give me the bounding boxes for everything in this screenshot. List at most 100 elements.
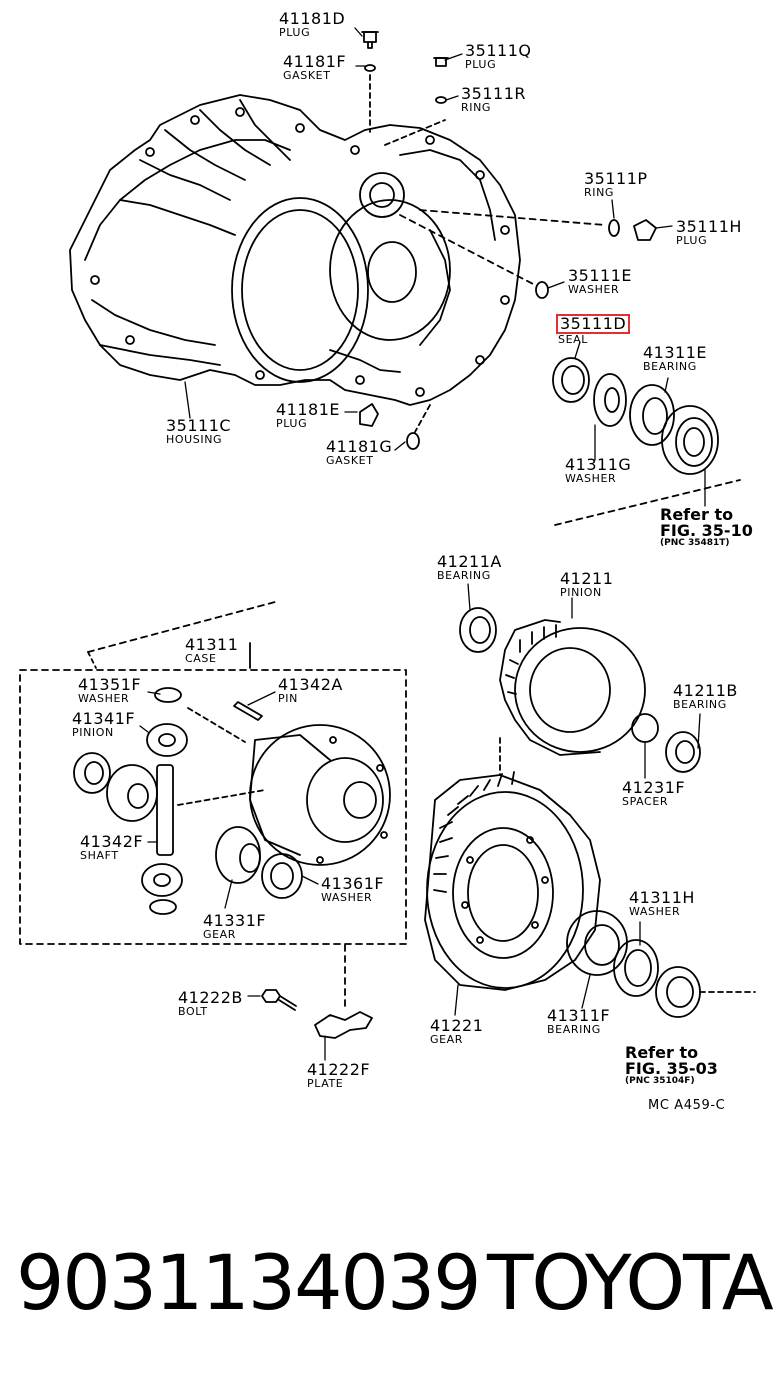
part-name: PLUG [276, 417, 308, 430]
part-number: 35111P [584, 169, 648, 188]
part-name: BEARING [547, 1023, 601, 1036]
refer-line: Refer to [660, 505, 734, 524]
part-name: WASHER [565, 472, 617, 485]
label-41311F: 41311F BEARING [547, 1006, 611, 1036]
part-name: GASKET [326, 454, 374, 467]
label-41231F: 41231F SPACER [622, 778, 686, 808]
label-41222F: 41222F PLATE [307, 1060, 371, 1090]
part-number: 41181D [279, 9, 346, 28]
part-name: SEAL [558, 333, 588, 346]
diagram-code: MC A459-C [648, 1098, 726, 1113]
small-parts-top [359, 31, 657, 450]
part-number: 35111E [568, 266, 633, 285]
part-number: 41311G [565, 455, 632, 474]
refer-figure: FIG. 35-03 [625, 1059, 718, 1078]
part-name: PINION [72, 726, 114, 739]
part-number: 41231F [622, 778, 686, 797]
highlighted-part-number: 35111D [556, 314, 631, 334]
part-name: PLUG [279, 26, 311, 39]
label-41311H: 41311H WASHER [629, 888, 695, 918]
part-name: WASHER [568, 283, 620, 296]
part-name: PINION [560, 586, 602, 599]
label-41211A: 41211A BEARING [437, 552, 502, 582]
label-41331F: 41331F GEAR [203, 911, 267, 941]
pinion-drawing [459, 607, 701, 773]
part-name: SHAFT [80, 849, 119, 862]
label-41351F: 41351F WASHER [78, 675, 142, 705]
refer-pnc: (PNC 35104F) [625, 1076, 695, 1086]
part-number: 41311H [629, 888, 695, 907]
part-number: 41181F [283, 52, 347, 71]
leader-lines [139, 27, 706, 1061]
label-41311G: 41311G WASHER [565, 455, 632, 485]
label-41342F: 41342F SHAFT [80, 832, 144, 862]
part-name: WASHER [78, 692, 130, 705]
refer-note-1: Refer to FIG. 35-10 (PNC 35481T) [660, 507, 753, 548]
part-number: 35111R [461, 84, 527, 103]
part-number: 41211A [437, 552, 502, 571]
part-number: 41222F [307, 1060, 371, 1079]
part-name: WASHER [321, 891, 373, 904]
label-35111R: 35111R RING [461, 84, 527, 114]
part-name: GASKET [283, 69, 331, 82]
refer-note-2: Refer to FIG. 35-03 (PNC 35104F) [625, 1045, 718, 1086]
part-name: RING [584, 186, 615, 199]
part-name: PLATE [307, 1077, 344, 1090]
label-41181F: 41181F GASKET [283, 52, 347, 82]
label-35111Q: 35111Q PLUG [465, 41, 532, 71]
part-number: 41311E [643, 343, 708, 362]
part-name: PIN [278, 692, 298, 705]
part-number: 41331F [203, 911, 267, 930]
part-name: CASE [185, 652, 217, 665]
part-name: SPACER [622, 795, 669, 808]
label-41181G: 41181G GASKET [326, 439, 392, 467]
seal-bearing-drawing [552, 357, 741, 526]
part-number: 41222B [178, 988, 243, 1007]
part-number: 35111H [676, 217, 742, 236]
label-41221: 41221 GEAR [430, 1018, 483, 1046]
label-41341F: 41341F PINION [72, 709, 136, 739]
footer-brand: TOYOTA [487, 1238, 774, 1327]
refer-figure: FIG. 35-10 [660, 521, 753, 540]
refer-line: Refer to [625, 1043, 699, 1062]
part-name: BEARING [673, 698, 727, 711]
part-name: GEAR [430, 1033, 464, 1046]
part-number: 41361F [321, 874, 385, 893]
label-35111H: 35111H PLUG [676, 217, 742, 247]
label-41181E: 41181E PLUG [276, 400, 341, 430]
part-name: HOUSING [166, 433, 223, 446]
label-35111E: 35111E WASHER [568, 266, 633, 296]
part-name: RING [461, 101, 492, 114]
refer-pnc: (PNC 35481T) [660, 538, 730, 548]
label-35111C: 35111C HOUSING [166, 416, 232, 446]
label-41311E: 41311E BEARING [643, 343, 708, 373]
part-number: 41211B [673, 681, 738, 700]
part-number: 41311 [185, 635, 239, 654]
bolt-plate-drawing [261, 944, 373, 1039]
part-name: PLUG [465, 58, 497, 71]
part-name: PLUG [676, 234, 708, 247]
part-number: 41351F [78, 675, 142, 694]
label-41211: 41211 PINION [560, 569, 614, 599]
footer-part-number: 9031134039 [16, 1238, 482, 1327]
part-number: 41342F [80, 832, 144, 851]
label-35111P: 35111P RING [584, 169, 648, 199]
part-name: BEARING [643, 360, 697, 373]
part-name: BEARING [437, 569, 491, 582]
label-41222B: 41222B BOLT [178, 988, 243, 1018]
part-number: 41342A [278, 675, 343, 694]
part-number: 35111Q [465, 41, 532, 60]
label-41181D: 41181D PLUG [279, 9, 346, 39]
part-number: 41181E [276, 400, 341, 419]
part-number: 41211 [560, 569, 614, 588]
part-number: 35111C [166, 416, 232, 435]
part-number: 41341F [72, 709, 136, 728]
part-name: GEAR [203, 928, 237, 941]
ring-gear-drawing [424, 737, 756, 1018]
label-41361F: 41361F WASHER [321, 874, 385, 904]
label-41211B: 41211B BEARING [673, 681, 738, 711]
label-41311: 41311 CASE [185, 635, 239, 665]
part-name: WASHER [629, 905, 681, 918]
part-number: 41311F [547, 1006, 611, 1025]
